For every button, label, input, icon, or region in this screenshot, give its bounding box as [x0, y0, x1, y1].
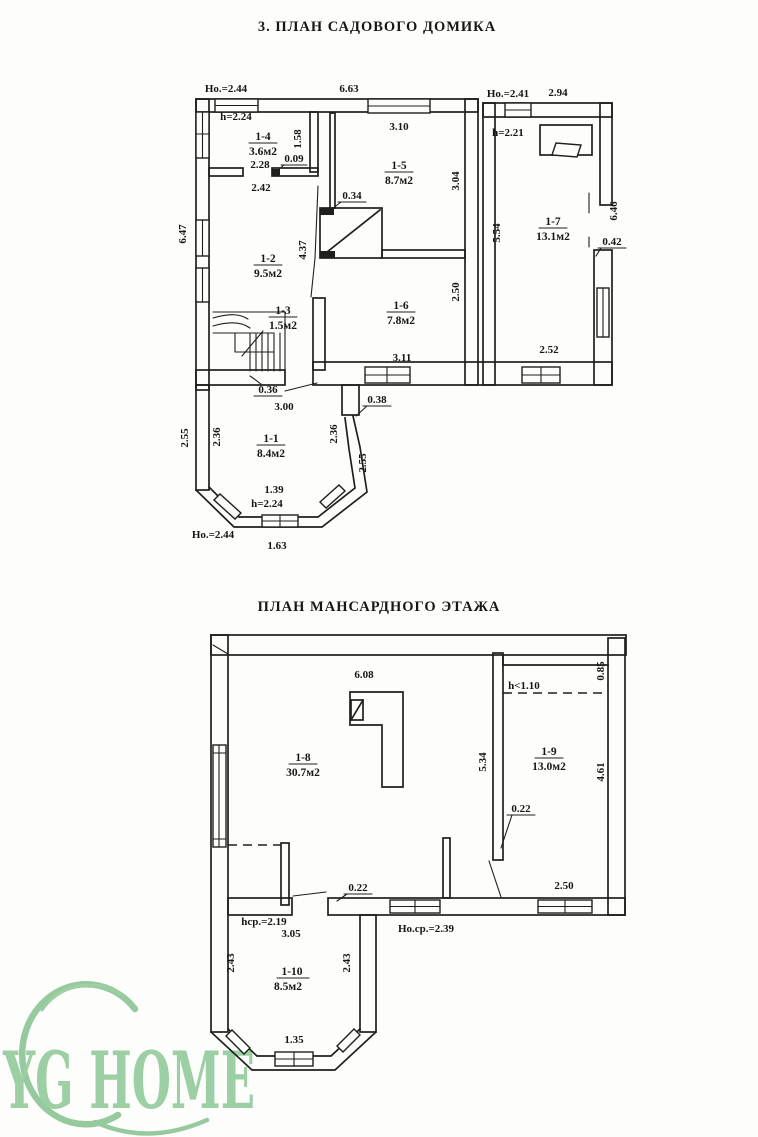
room-1-2-num: 1-2: [260, 253, 276, 265]
dim-ho244-top: Но.=2.44: [205, 83, 248, 95]
dim-236-right: 2.36: [328, 424, 340, 444]
dim-ho244-bay: Но.=2.44: [192, 529, 235, 541]
floor1-annotation-lines: [241, 142, 627, 446]
dim-h224: h=2.24: [220, 111, 252, 123]
dim-163: 1.63: [267, 540, 287, 552]
dim-228: 2.28: [250, 159, 270, 171]
dim-305: 3.05: [281, 928, 301, 940]
room-1-8-num: 1-8: [295, 752, 311, 764]
floor1-walls: [194, 98, 613, 528]
dim-646: 6.46: [608, 201, 620, 221]
dim-042: 0.42: [602, 236, 622, 248]
dim-243-left: 2.43: [225, 953, 237, 973]
dim-437: 4.37: [297, 240, 309, 260]
dim-139: 1.39: [264, 484, 284, 496]
room-1-1-area: 8.4м2: [257, 448, 285, 460]
dim-h221: h=2.21: [492, 127, 524, 139]
dim-311: 3.11: [393, 352, 412, 364]
dim-ho241: Но.=2.41: [487, 88, 529, 100]
dim-038: 0.38: [367, 394, 387, 406]
watermark-logo: YG HOME: [2, 981, 255, 1136]
dim-647: 6.47: [177, 224, 189, 244]
dim-304: 3.04: [450, 171, 462, 191]
dim-h224-bay: h=2.24: [251, 498, 283, 510]
dim-294: 2.94: [548, 87, 568, 99]
dim-252: 2.52: [539, 344, 559, 356]
dim-085: 0.85: [595, 661, 607, 681]
room-1-5-num: 1-5: [391, 160, 407, 172]
dim-158: 1.58: [292, 129, 304, 149]
dim-255-right: 2.55: [357, 453, 369, 473]
room-1-3-area: 1.5м2: [269, 320, 297, 332]
floor1-title: 3. ПЛАН САДОВОГО ДОМИКА: [258, 19, 496, 35]
room-1-2-area: 9.5м2: [254, 268, 282, 280]
dim-242: 2.42: [251, 182, 271, 194]
dim-236-left: 2.36: [211, 427, 223, 447]
dim-310: 3.10: [389, 121, 409, 133]
watermark-text: YG HOME: [2, 1034, 255, 1127]
dim-250-f1: 2.50: [450, 282, 462, 302]
dim-534: 5.34: [477, 752, 489, 772]
room-1-1-num: 1-1: [263, 433, 279, 445]
dim-hocp239: Но.ср.=2.39: [398, 923, 455, 935]
attic-walls: [209, 634, 627, 1071]
dim-022-right: 0.22: [511, 803, 531, 815]
attic-title: ПЛАН МАНСАРДНОГО ЭТАЖА: [258, 599, 501, 615]
dim-036: 0.36: [258, 384, 278, 396]
room-1-6-area: 7.8м2: [387, 315, 415, 327]
dim-hcp219: hср.=2.19: [241, 916, 287, 928]
room-1-3-num: 1-3: [275, 305, 291, 317]
dim-243-right: 2.43: [341, 953, 353, 973]
dim-255-left: 2.55: [179, 428, 191, 448]
dim-663: 6.63: [339, 83, 359, 95]
room-1-9-area: 13.0м2: [532, 761, 566, 773]
dim-608: 6.08: [354, 669, 374, 681]
room-1-4-num: 1-4: [255, 131, 271, 143]
room-1-7-num: 1-7: [545, 216, 561, 228]
floor1-labels: 3. ПЛАН САДОВОГО ДОМИКА Но.=2.44 6.63 Но…: [177, 19, 622, 552]
room-1-7-area: 13.1м2: [536, 231, 570, 243]
room-1-4-area: 3.6м2: [249, 146, 277, 158]
room-1-5-area: 8.7м2: [385, 175, 413, 187]
dim-034: 0.34: [342, 190, 362, 202]
room-1-6-num: 1-6: [393, 300, 409, 312]
dim-022-left: 0.22: [348, 882, 368, 894]
room-1-10-num: 1-10: [281, 966, 302, 978]
dim-461: 4.61: [595, 762, 607, 781]
room-1-9-num: 1-9: [541, 746, 557, 758]
floor1-stairs: [212, 311, 286, 372]
dim-250-attic: 2.50: [554, 880, 574, 892]
dim-554: 5.54: [491, 223, 503, 243]
dim-300: 3.00: [274, 401, 294, 413]
dim-h110: h<1.10: [508, 680, 540, 692]
dim-009: 0.09: [284, 153, 304, 165]
room-1-8-area: 30.7м2: [286, 767, 320, 779]
dim-135: 1.35: [284, 1034, 304, 1046]
attic-annotation-lines: [276, 757, 564, 979]
room-1-10-area: 8.5м2: [274, 981, 302, 993]
attic-labels: ПЛАН МАНСАРДНОГО ЭТАЖА 6.08 h<1.10 0.85 …: [225, 599, 607, 1046]
